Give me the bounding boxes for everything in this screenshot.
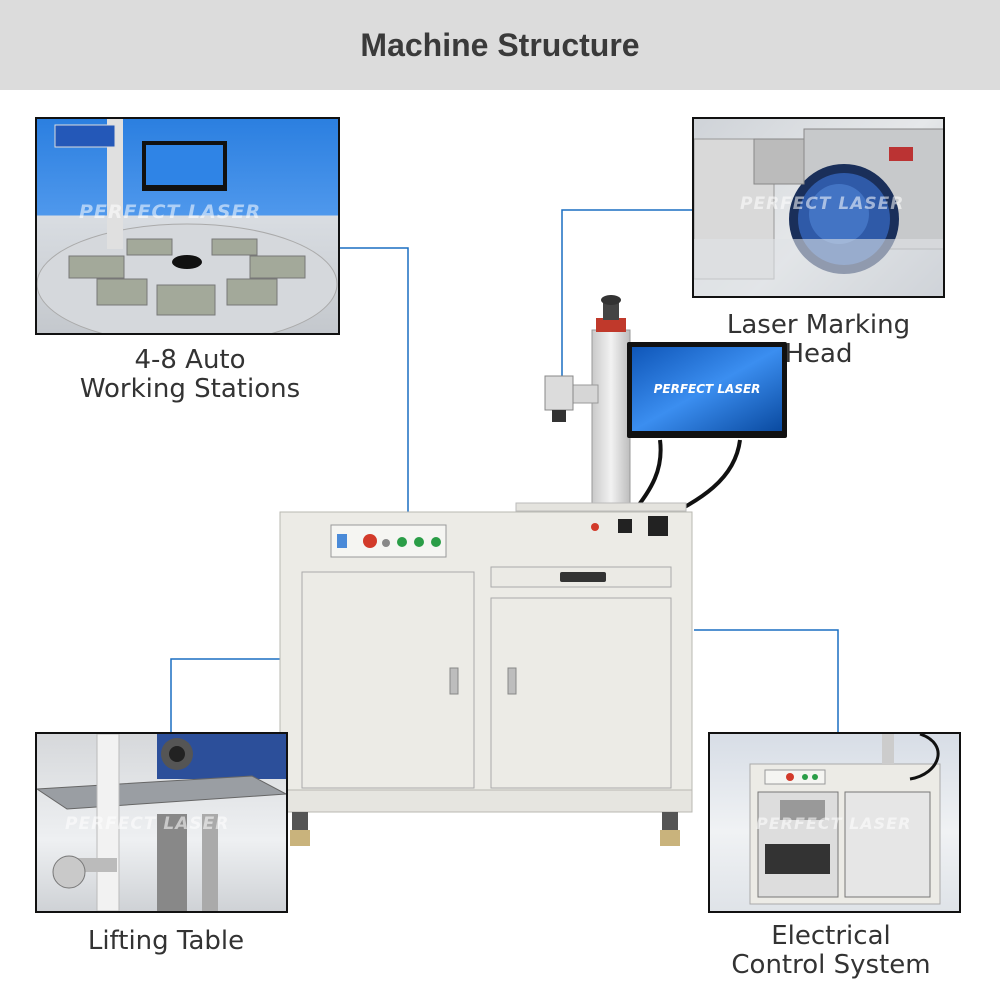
label-working-stations: 4-8 Auto Working Stations [60,346,320,404]
caster [660,812,680,846]
photo-electrical-control: PERFECT LASER [708,732,961,913]
lifting-column [591,329,631,506]
watermark: PERFECT LASER [740,194,905,214]
label-laser-head: Laser Marking Head [726,310,911,369]
rotary-table [37,223,338,333]
green-button-1 [397,537,407,547]
label-lifting-table: Lifting Table [87,926,245,956]
control-panel [330,524,447,558]
page-title: Machine Structure [360,26,640,63]
label-line-1: Electrical [771,921,891,951]
label-line-1: 4-8 Auto [134,345,246,375]
left-door [301,571,475,789]
galvo-head [544,375,574,411]
photo-laser-head: PERFECT LASER [692,117,945,298]
caster [290,812,310,846]
label-line-2: Control System [731,950,931,980]
label-line-2: Working Stations [79,374,301,404]
green-button-2 [414,537,424,547]
watermark: PERFECT LASER [79,201,262,223]
watermark: PERFECT LASER [65,814,230,834]
lift-handwheel [601,295,621,305]
photo-working-stations: PERFECT LASER [35,117,340,335]
photo-lifting-table: PERFECT LASER [35,732,288,913]
right-door [490,597,672,789]
table-plate [37,775,286,810]
label-electrical-control: Electrical Control System [700,922,962,980]
emergency-stop [363,534,377,548]
watermark: PERFECT LASER [756,814,912,833]
lift-handle-knob [52,855,86,889]
green-button-3 [431,537,441,547]
title-banner: Machine Structure [0,0,1000,90]
svg-text:PERFECT LASER: PERFECT LASER [654,382,761,396]
